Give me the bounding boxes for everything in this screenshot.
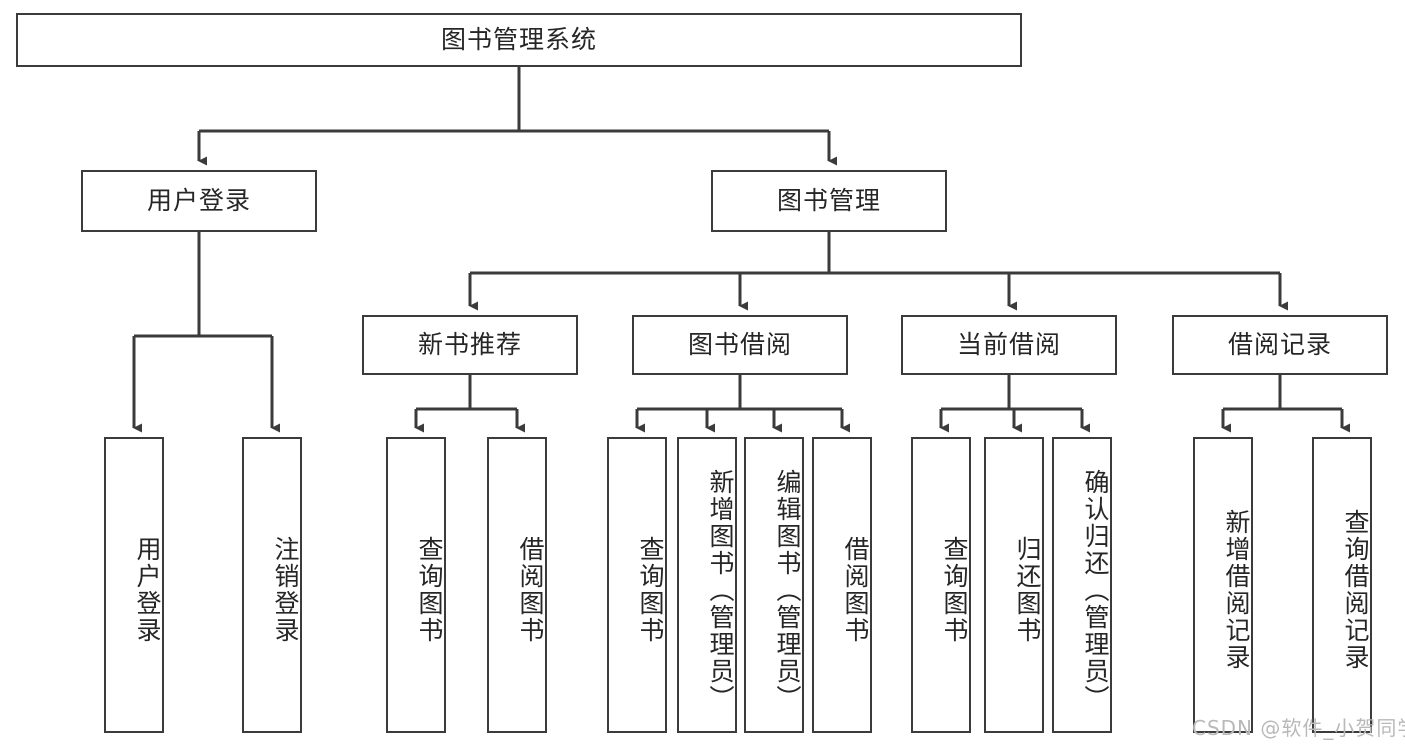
node-leaf-query-book-current[interactable]: 查询图书: [911, 437, 971, 733]
node-borrow-record-label: 借阅记录: [1227, 330, 1332, 359]
node-leaf-edit-book-admin[interactable]: 编辑图书（管理员）: [744, 437, 804, 733]
node-book-borrow-label: 图书借阅: [687, 330, 792, 359]
node-new-book-recommend-label: 新书推荐: [417, 330, 522, 359]
node-new-book-recommend[interactable]: 新书推荐: [362, 315, 578, 375]
node-user-login-label: 用户登录: [146, 186, 251, 215]
watermark-text: CSDN @软件_小贺同学: [1192, 716, 1405, 740]
node-leaf-add-borrow-record-label: 新增借阅记录: [1222, 509, 1251, 671]
node-current-borrow-label: 当前借阅: [956, 330, 1061, 359]
node-borrow-record[interactable]: 借阅记录: [1172, 315, 1388, 375]
connector-group-book-borrow: [635, 375, 850, 433]
connector-group-new-book-recommend: [414, 375, 525, 433]
node-leaf-query-borrow-record[interactable]: 查询借阅记录: [1312, 437, 1372, 733]
node-leaf-logout-label: 注销登录: [271, 536, 300, 644]
node-leaf-borrow-book-recommend-label: 借阅图书: [516, 536, 545, 644]
node-leaf-add-borrow-record[interactable]: 新增借阅记录: [1193, 437, 1253, 733]
connector-group-user-login: [132, 232, 280, 433]
node-current-borrow[interactable]: 当前借阅: [901, 315, 1117, 375]
node-leaf-user-login-label: 用户登录: [133, 536, 162, 644]
node-leaf-confirm-return-admin[interactable]: 确认归还（管理员）: [1052, 437, 1112, 733]
node-leaf-return-book[interactable]: 归还图书: [984, 437, 1044, 733]
node-leaf-edit-book-admin-label: 编辑图书（管理员）: [773, 468, 802, 712]
node-leaf-logout[interactable]: 注销登录: [242, 437, 302, 733]
node-leaf-user-login[interactable]: 用户登录: [104, 437, 164, 733]
node-user-login[interactable]: 用户登录: [81, 170, 317, 232]
node-leaf-query-book-recommend[interactable]: 查询图书: [386, 437, 446, 733]
node-leaf-borrow-book-recommend[interactable]: 借阅图书: [487, 437, 547, 733]
node-leaf-query-book-recommend-label: 查询图书: [415, 536, 444, 644]
connector-group-borrow-record: [1221, 375, 1350, 433]
node-book-borrow[interactable]: 图书借阅: [632, 315, 848, 375]
node-root[interactable]: 图书管理系统: [16, 13, 1022, 67]
node-leaf-confirm-return-admin-label: 确认归还（管理员）: [1081, 468, 1110, 712]
node-leaf-borrow-book-label: 借阅图书: [841, 536, 870, 644]
connector-group-book-management: [468, 232, 1288, 311]
connector-group-current-borrow: [939, 375, 1090, 433]
node-leaf-add-book-admin-label: 新增图书（管理员）: [706, 468, 735, 712]
node-root-label: 图书管理系统: [440, 25, 597, 54]
node-leaf-query-book-borrow[interactable]: 查询图书: [607, 437, 667, 733]
connector-group-root: [197, 67, 837, 166]
node-leaf-query-borrow-record-label: 查询借阅记录: [1341, 509, 1370, 671]
node-leaf-borrow-book[interactable]: 借阅图书: [812, 437, 872, 733]
node-book-management[interactable]: 图书管理: [711, 170, 947, 232]
node-leaf-query-book-current-label: 查询图书: [940, 536, 969, 644]
node-leaf-query-book-borrow-label: 查询图书: [636, 536, 665, 644]
node-book-management-label: 图书管理: [776, 186, 881, 215]
node-leaf-return-book-label: 归还图书: [1013, 536, 1042, 644]
node-leaf-add-book-admin[interactable]: 新增图书（管理员）: [677, 437, 737, 733]
